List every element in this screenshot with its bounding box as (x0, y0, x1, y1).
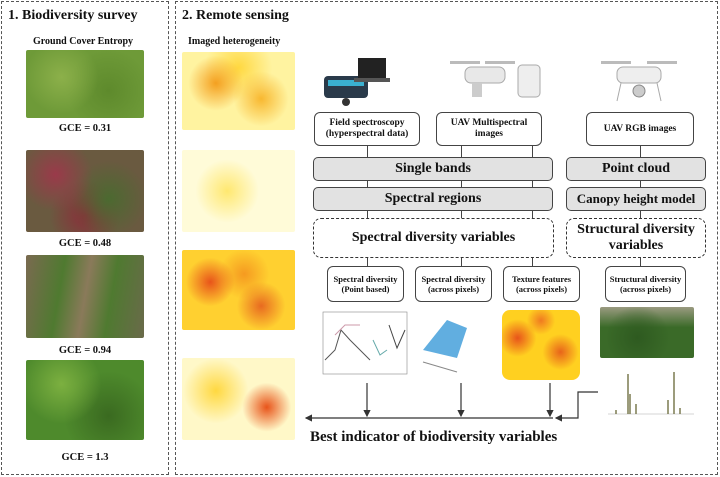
spectral-variables-box: Spectral diversity variables (313, 218, 554, 258)
multispectral-drone-icon (450, 61, 541, 98)
gce-label: GCE = 1.3 (61, 452, 109, 463)
single-bands-box: Single bands (313, 157, 553, 181)
heatmap-2 (182, 150, 295, 232)
canopy-height-box: Canopy height model (566, 187, 706, 211)
texture-map-thumbnail (502, 310, 580, 380)
field-spectroscopy-box: Field spectroscopy (hyperspectral data) (314, 112, 420, 146)
biodiversity-survey-panel (1, 1, 169, 475)
point-cloud-box: Point cloud (566, 157, 706, 181)
gce-label: GCE = 0.48 (58, 238, 112, 249)
remote-subtitle: Imaged heterogeneity (188, 36, 281, 47)
structural-variables-box: Structural diversity variables (566, 218, 706, 258)
ground-photo-1 (26, 50, 144, 118)
heatmap-3 (182, 250, 295, 330)
ground-photo-3 (26, 255, 144, 338)
uav-multispectral-box: UAV Multispectral images (436, 112, 542, 146)
canopy-photo-thumbnail (600, 307, 694, 358)
structural-bar-chart-thumbnail (608, 372, 694, 415)
output-point-based-box: Spectral diversity (Point based) (327, 266, 404, 302)
remote-sensing-panel (175, 1, 718, 475)
spectrometer-icon (324, 58, 390, 106)
heatmap-1 (182, 52, 295, 130)
ground-photo-4 (26, 360, 144, 440)
output-texture-box: Texture features (across pixels) (503, 266, 580, 302)
uav-rgb-box: UAV RGB images (586, 112, 694, 146)
gce-label: GCE = 0.31 (58, 123, 112, 134)
rgb-drone-icon (601, 61, 677, 102)
remote-title: 2. Remote sensing (182, 8, 289, 23)
output-across-pixels-box: Spectral diversity (across pixels) (415, 266, 492, 302)
survey-title: 1. Biodiversity survey (8, 8, 138, 23)
ground-photo-2 (26, 150, 144, 232)
gce-label: GCE = 0.94 (58, 345, 112, 356)
spectra-plot-thumbnail (322, 311, 408, 375)
best-indicator-label: Best indicator of biodiversity variables (310, 429, 558, 445)
scatter-3d-thumbnail (422, 320, 467, 373)
connector-arrows (304, 383, 598, 422)
spectral-regions-box: Spectral regions (313, 187, 553, 211)
survey-subtitle: Ground Cover Entropy (33, 36, 134, 47)
heatmap-4 (182, 358, 295, 440)
output-structural-box: Structural diversity (across pixels) (605, 266, 686, 302)
